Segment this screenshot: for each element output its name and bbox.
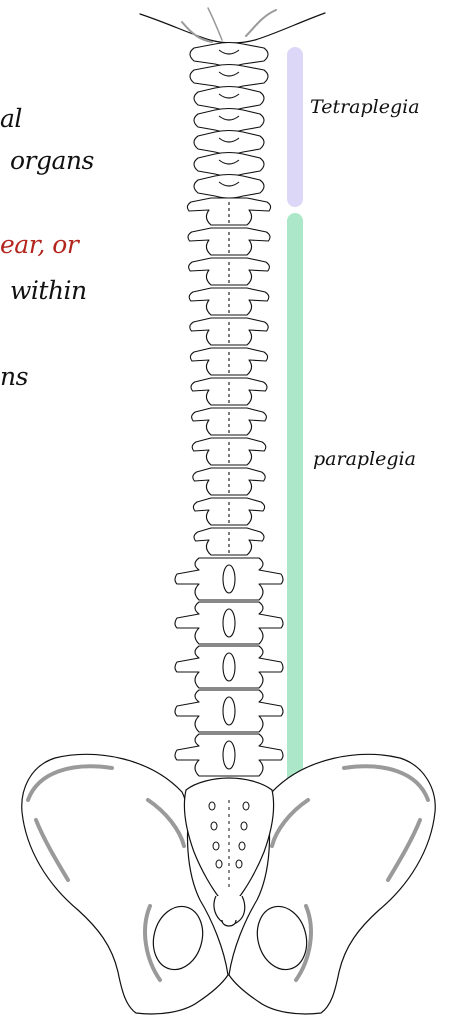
skull-base	[140, 8, 325, 43]
vertebral-column	[175, 43, 283, 777]
lumbar-vertebra	[175, 558, 283, 600]
tetraplegia-label: Tetraplegia	[310, 98, 420, 117]
lumbar-vertebra	[175, 602, 283, 644]
pelvis	[22, 754, 435, 1014]
tetraplegia-bar	[287, 47, 303, 207]
lumbar-vertebra	[175, 690, 283, 732]
paraplegia-label: paraplegia	[313, 450, 416, 469]
lumbar-vertebra	[175, 734, 283, 776]
lumbar-vertebra	[175, 646, 283, 688]
